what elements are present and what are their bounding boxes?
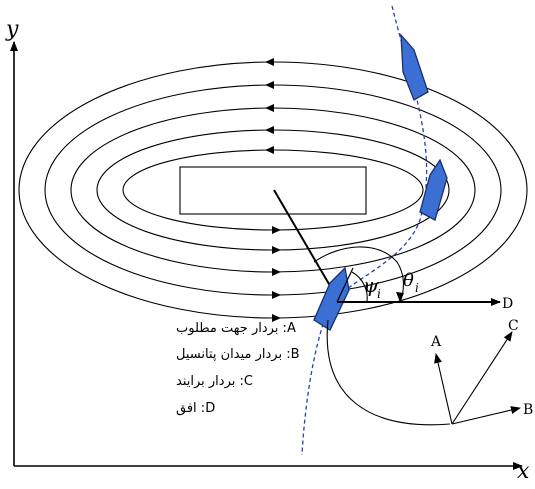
flow-arrow-bottom-2: [272, 246, 281, 254]
theta-subscript: i: [415, 281, 419, 295]
flow-arrow-top-2: [265, 81, 274, 89]
theta-label: θ: [403, 270, 414, 291]
flow-arrow-top-3: [265, 104, 274, 112]
label-C: C: [508, 318, 519, 334]
psi-label: ψ: [363, 273, 379, 297]
connector-curve: [326, 319, 451, 426]
label-A: A: [430, 334, 442, 350]
flow-arrow-bottom-1: [272, 226, 281, 234]
x-axis-label: x: [517, 459, 530, 484]
flow-arrow-top-4: [265, 126, 274, 134]
vector-B: [451, 406, 521, 425]
potential-field: [18, 61, 528, 319]
legend-item-C: C: بردار برایند: [176, 374, 253, 389]
psi-arc: [351, 271, 368, 303]
field-ellipse-1: [18, 61, 528, 319]
theta-arc: [313, 246, 404, 303]
radial-line: [273, 189, 337, 297]
legend-item-A: A: بردار جهت مطلوب: [176, 321, 296, 336]
vessel-middle: [419, 158, 448, 221]
flow-arrow-bottom-5: [272, 314, 281, 322]
obstacle-rect: [179, 166, 367, 215]
flow-arrow-bottom-3: [272, 268, 281, 276]
vector-C: [451, 331, 513, 425]
label-D: D: [502, 296, 513, 312]
label-B: B: [523, 402, 533, 418]
field-ellipse-5: [122, 149, 424, 231]
flow-arrow-bottom-4: [272, 291, 281, 299]
legend-item-B: B: بردار میدان پتانسیل: [176, 347, 300, 362]
vessel-bottom: [313, 266, 350, 331]
y-axis-label: y: [5, 17, 19, 42]
flow-arrow-top-5: [265, 146, 274, 154]
heading-line: [336, 267, 354, 303]
psi-subscript: i: [377, 287, 381, 301]
vector-A: [434, 353, 453, 425]
trajectory-path: [301, 5, 428, 456]
legend: A: بردار جهت مطلوب B: بردار میدان پتانسی…: [176, 321, 300, 416]
vector-diagram: A B C: [430, 318, 533, 425]
flow-arrows: [265, 58, 281, 322]
flow-arrow-top-1: [265, 58, 274, 66]
legend-item-D: D: افق: [176, 401, 215, 416]
theta-arc-arrow: [396, 292, 404, 302]
vessel-top: [400, 33, 429, 101]
